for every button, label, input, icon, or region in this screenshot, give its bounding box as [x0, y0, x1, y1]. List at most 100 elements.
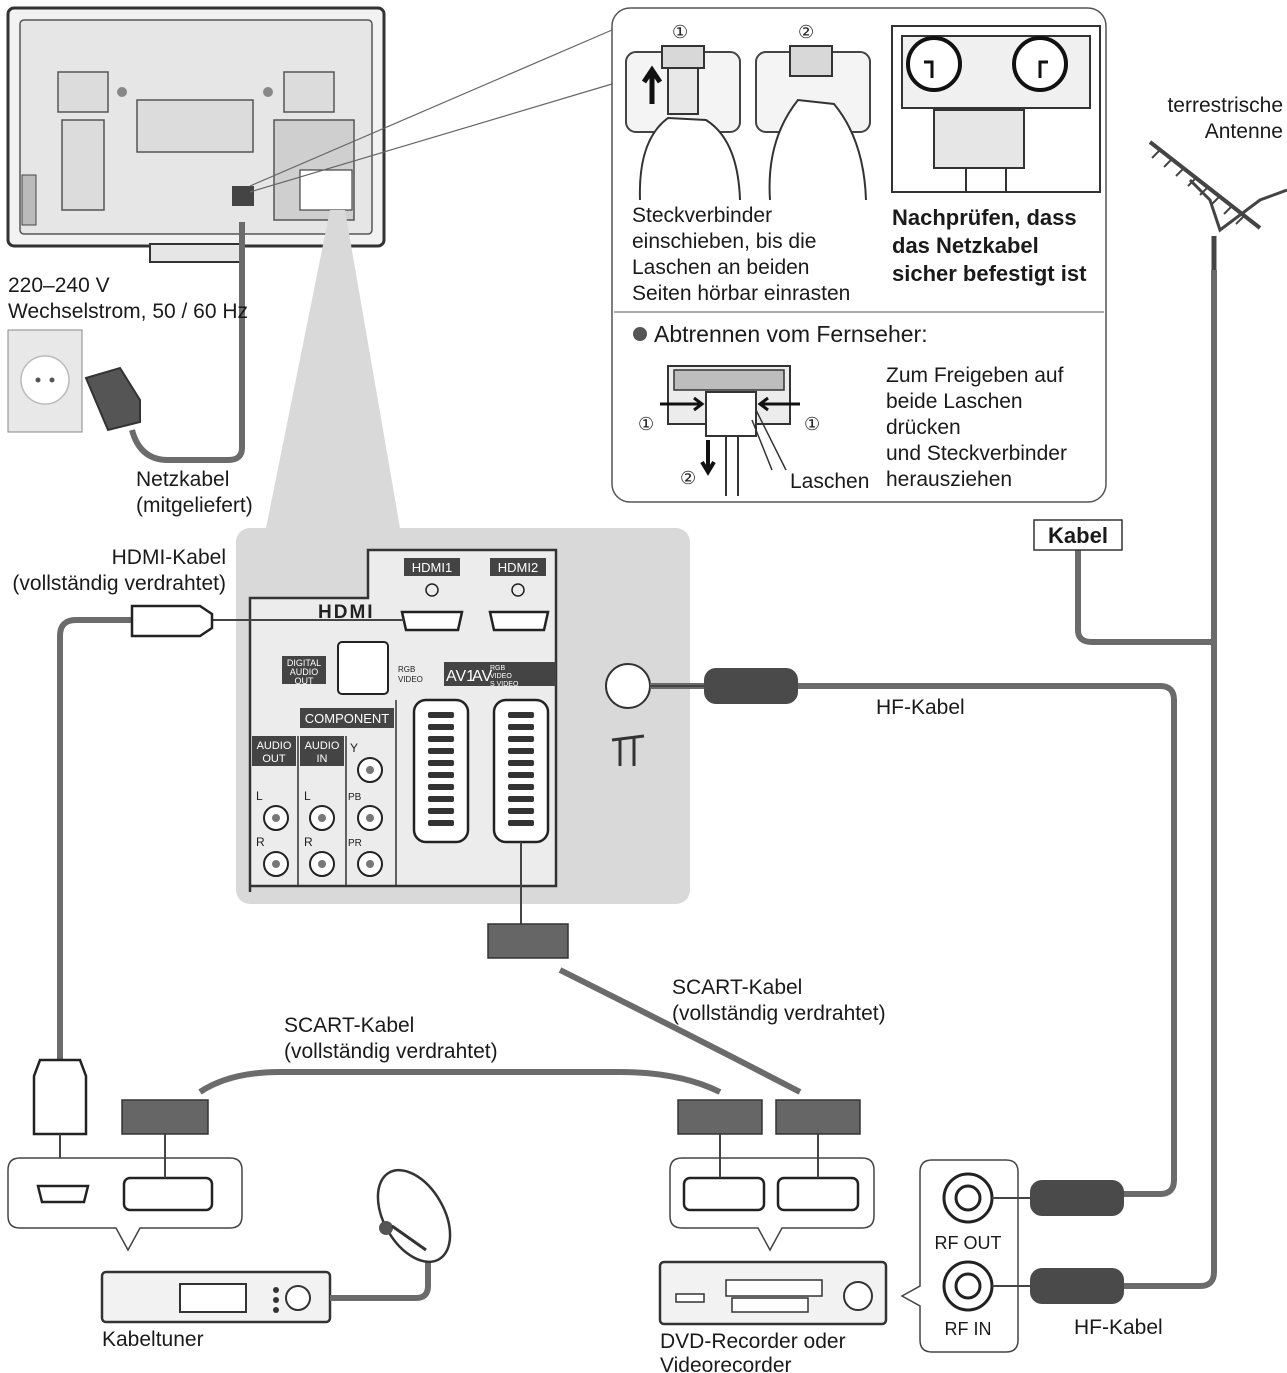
- satellite-cable: [330, 1250, 431, 1301]
- scart-plug-dvd-2: [775, 1099, 861, 1135]
- bullet-icon: [633, 327, 647, 341]
- antenna-cable: [1120, 270, 1217, 1289]
- release-text-line2: beide Laschen: [886, 390, 1023, 413]
- dvd-label-line1: DVD-Recorder oder: [660, 1330, 846, 1353]
- component-label: COMPONENT: [305, 711, 390, 726]
- hdmi-cable: [57, 617, 140, 1060]
- av1-label: AV1: [446, 668, 475, 685]
- hdmi1-label: HDMI1: [412, 560, 452, 575]
- hf-plug-top: [704, 668, 798, 704]
- power-plug: [84, 366, 141, 432]
- av1-video-label: VIDEO: [398, 675, 423, 684]
- digital-audio-label-3: OUT: [295, 676, 315, 686]
- audio-out-label-1: AUDIO: [257, 740, 292, 752]
- scart-left-note: (vollständig verdrahtet): [284, 1040, 498, 1063]
- component-pb: PB: [348, 792, 362, 803]
- rf-in-port: [942, 1260, 994, 1312]
- antenna-input-port: [605, 663, 651, 709]
- check-text-line2: das Netzkabel: [892, 233, 1039, 258]
- hdmi-cable-note: (vollständig verdrahtet): [12, 572, 226, 595]
- tuner-scart-port: [122, 1176, 214, 1212]
- dvd-scart-port-2: [776, 1176, 860, 1212]
- insert-text-line3: Laschen an beiden: [632, 256, 810, 279]
- hf-cable-top: [650, 683, 1177, 1197]
- component-y: Y: [350, 741, 358, 755]
- tabs-label: Laschen: [790, 470, 869, 493]
- release-text-line3: drücken: [886, 416, 961, 439]
- rf-in-label: RF IN: [945, 1319, 992, 1339]
- antenna-label-line2: Antenne: [1205, 120, 1283, 143]
- tuner-hdmi-port: [36, 1184, 90, 1204]
- power-outlet: [7, 329, 83, 433]
- hf-plug-rf-in: [1030, 1268, 1124, 1304]
- pull-out-label: herausziehen: [886, 468, 1012, 491]
- check-text-line1: Nachprüfen, dass: [892, 205, 1077, 230]
- release-text-line4: und Steckverbinder: [886, 442, 1067, 465]
- step2-number: ②: [798, 22, 814, 43]
- satellite-dish-icon: [376, 1168, 452, 1264]
- av2-svideo-label: S VIDEO: [490, 681, 519, 688]
- rf-out-label: RF OUT: [935, 1233, 1002, 1253]
- hf-plug-rf-out: [1030, 1180, 1124, 1216]
- hdmi2-port: [488, 610, 550, 632]
- audio-in-l: L: [304, 789, 311, 803]
- audio-out-r: R: [256, 835, 265, 849]
- insert-text-line2: einschieben, bis die: [632, 230, 816, 253]
- antenna-label-line1: terrestrische: [1167, 94, 1283, 117]
- audio-out-label-2: OUT: [262, 753, 286, 765]
- connector-inset: ① ② Steckverbinder einschieben, bis die …: [611, 7, 1107, 503]
- step1-number: ①: [672, 22, 688, 43]
- av1-rgb-label: RGB: [398, 665, 415, 674]
- zoom-lines-inset: [249, 29, 613, 193]
- hdmi-plug-bottom: [32, 1058, 88, 1136]
- dvd-rear-callout: [669, 1134, 875, 1252]
- hdmi-logo: HDMI: [318, 602, 375, 623]
- hdmi2-label: HDMI2: [498, 560, 538, 575]
- digital-audio-label-2: AUDIO: [290, 667, 319, 677]
- antenna-symbol-icon: [611, 734, 645, 766]
- component-pr: PR: [348, 838, 362, 849]
- hf-cable-top-label: HF-Kabel: [876, 696, 965, 719]
- audio-out-l: L: [256, 789, 263, 803]
- tv-back: [6, 6, 386, 263]
- power-spec-frequency: Wechselstrom, 50 / 60 Hz: [8, 300, 248, 323]
- antenna: [1148, 140, 1287, 270]
- power-cable: [129, 222, 245, 463]
- cable-tuner-device: [100, 1270, 332, 1324]
- rf-out-port: [942, 1172, 994, 1224]
- check-text-line3: sicher befestigt ist: [892, 261, 1087, 286]
- dvd-recorder-device: [658, 1260, 888, 1326]
- av2-rgb-label: RGB: [490, 665, 506, 672]
- insert-text-line1: Steckverbinder: [632, 204, 772, 227]
- kabel-box-label: Kabel: [1048, 523, 1108, 548]
- release-step1-left: ①: [638, 414, 654, 435]
- scart-plug-tv: [487, 923, 569, 959]
- release-step1-right: ①: [804, 414, 820, 435]
- rf-callout: [900, 1159, 1019, 1353]
- scart-av1-port: [412, 698, 470, 844]
- hf-cable-bottom-label: HF-Kabel: [1074, 1316, 1163, 1339]
- scart-plug-dvd-1: [677, 1099, 763, 1135]
- power-cable-label: Netzkabel: [136, 468, 229, 491]
- tv-connection-panel: HDMI1 HDMI2 HDMI DIGITAL AUDIO OUT RGB V…: [236, 528, 690, 904]
- scart-cable-left: [198, 1069, 722, 1095]
- optical-port: [337, 641, 389, 695]
- tuner-label: Kabeltuner: [102, 1328, 204, 1351]
- scart-cable-right: [558, 967, 802, 1095]
- dvd-scart-port-1: [682, 1176, 766, 1212]
- release-text-line1: Zum Freigeben auf: [886, 364, 1064, 387]
- audio-in-r: R: [304, 835, 313, 849]
- scart-right-label: SCART-Kabel: [672, 976, 802, 999]
- audio-in-label-2: IN: [317, 753, 328, 765]
- av2-video-label: VIDEO: [490, 673, 512, 680]
- power-cable-note: (mitgeliefert): [136, 494, 253, 517]
- kabel-box: [1033, 519, 1123, 551]
- power-spec-voltage: 220–240 V: [8, 274, 110, 297]
- dvd-label-line2: Videorecorder: [660, 1354, 792, 1373]
- audio-in-label-1: AUDIO: [305, 740, 340, 752]
- scart-left-label: SCART-Kabel: [284, 1014, 414, 1037]
- zoom-wedge-panel: [266, 210, 400, 528]
- release-step2: ②: [680, 468, 696, 489]
- digital-audio-label-1: DIGITAL: [287, 658, 321, 668]
